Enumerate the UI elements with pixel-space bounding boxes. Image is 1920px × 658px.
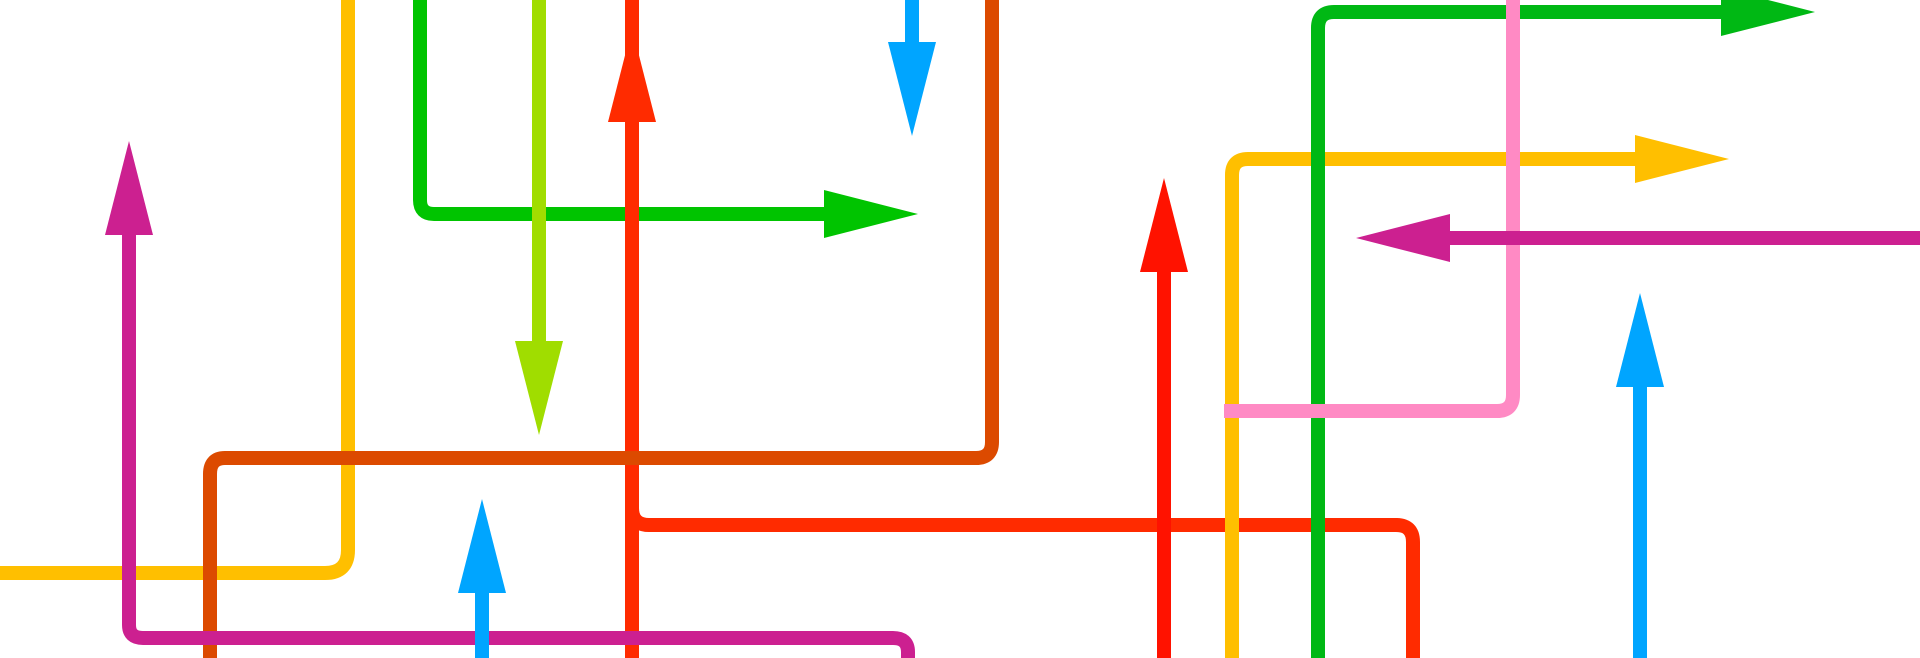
arrowhead-up-icon xyxy=(608,28,656,122)
arrowhead-up-icon xyxy=(1616,293,1664,387)
arrow-green-right xyxy=(1311,0,1815,658)
arrowhead-down-icon xyxy=(888,42,936,136)
arrow-red-center xyxy=(608,0,1420,658)
arrow-orange-brown xyxy=(203,0,999,658)
arrow-red-right xyxy=(1140,178,1188,658)
arrow-magenta-left xyxy=(105,141,915,658)
arrow-pink xyxy=(1224,0,1520,418)
arrowhead-right-icon xyxy=(1721,0,1815,36)
arrow-yellow-right xyxy=(1225,135,1729,658)
arrow-green-top xyxy=(413,0,918,238)
arrowhead-down-icon xyxy=(515,341,563,435)
arrow-blue-top xyxy=(888,0,936,136)
arrowhead-right-icon xyxy=(1635,135,1729,183)
arrow-line xyxy=(625,0,1420,658)
arrow-yellow-left xyxy=(0,0,355,580)
arrow-line xyxy=(1225,152,1640,658)
arrow-blue-bottom xyxy=(458,499,506,658)
arrow-line xyxy=(1224,0,1520,418)
arrow-line xyxy=(122,230,915,658)
arrow-line xyxy=(0,0,355,580)
arrow-blue-right xyxy=(1616,293,1664,658)
arrow-magenta-right xyxy=(1356,214,1920,262)
arrow-lime xyxy=(515,0,563,435)
arrowhead-up-icon xyxy=(1140,178,1188,272)
arrow-line xyxy=(1311,5,1725,658)
arrow-line xyxy=(413,0,830,221)
arrowhead-right-icon xyxy=(824,190,918,238)
arrowhead-up-icon xyxy=(458,499,506,593)
arrowhead-up-icon xyxy=(105,141,153,235)
arrow-line xyxy=(203,0,999,658)
arrowhead-left-icon xyxy=(1356,214,1450,262)
